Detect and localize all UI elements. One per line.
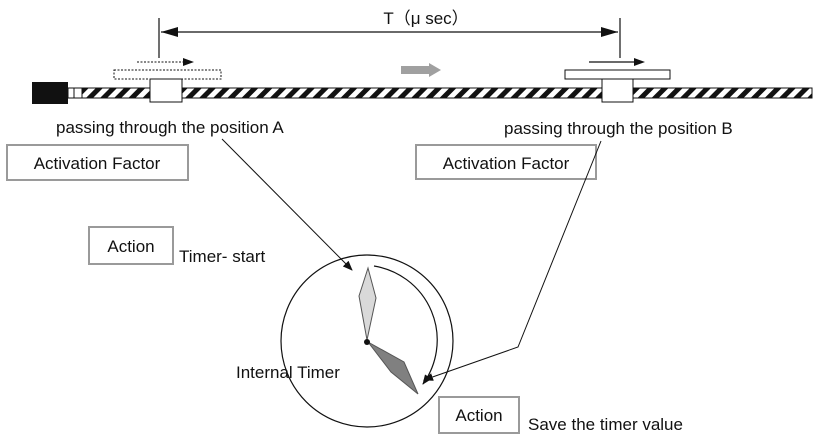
timer-pivot	[364, 339, 370, 345]
timer-label: Internal Timer	[236, 363, 340, 382]
motion-arrow-b-icon	[634, 58, 645, 66]
connector-a-to-start	[221, 138, 353, 271]
rail-coupler	[73, 87, 83, 99]
dimension-arrow-right	[601, 27, 618, 37]
stop-hand-icon	[367, 341, 419, 395]
activation-factor-a-label: Activation Factor	[34, 154, 161, 173]
motion-arrow-a-icon	[183, 58, 194, 66]
interval-label: T（μ sec）	[383, 9, 468, 28]
action-start-label: Action	[107, 237, 154, 256]
internal-timer: Internal Timer	[236, 254, 454, 428]
position-a-caption: passing through the position A	[56, 118, 284, 137]
direction-arrow-icon	[401, 63, 441, 77]
activation-factor-b: Activation Factor	[415, 144, 597, 180]
slider-plate-b	[564, 69, 671, 80]
activation-factor-b-box	[415, 144, 597, 180]
rail-connector	[67, 87, 75, 99]
slider-block-a	[149, 78, 183, 103]
slider-plate-a	[113, 69, 222, 80]
slider-position-a	[113, 58, 222, 103]
slider-block-b	[601, 78, 634, 103]
timer-progress-arc	[373, 265, 438, 385]
dimension-arrow-left	[161, 27, 178, 37]
position-b-caption: passing through the position B	[504, 119, 733, 138]
slider-position-b	[564, 58, 671, 103]
action-start-description: Timer- start	[179, 247, 266, 266]
action-timer-start: Action Timer- start	[88, 226, 266, 266]
rail-end-block	[32, 82, 68, 104]
connector-b-to-save	[423, 140, 602, 381]
action-save-box	[438, 396, 520, 434]
activation-factor-b-label: Activation Factor	[443, 154, 570, 173]
action-start-box	[88, 226, 174, 265]
activation-factor-a: Activation Factor	[6, 144, 189, 181]
interval-dimension: T（μ sec）	[158, 9, 621, 58]
hatched-rail	[81, 87, 813, 99]
action-save-description: Save the timer value	[528, 415, 683, 434]
action-save-label: Action	[455, 406, 502, 425]
activation-factor-a-box	[6, 144, 189, 181]
rail	[32, 82, 813, 104]
action-save-timer: Action Save the timer value	[438, 396, 683, 434]
